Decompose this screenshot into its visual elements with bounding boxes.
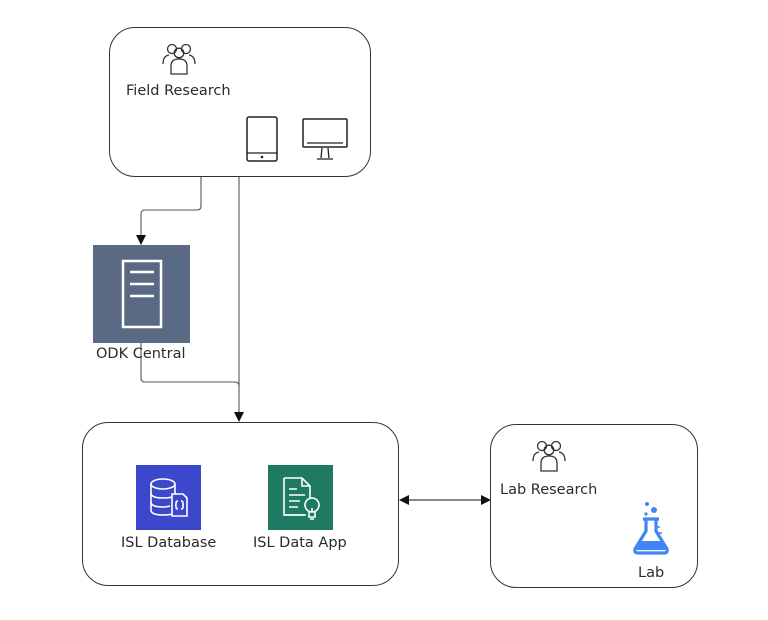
server-icon bbox=[121, 259, 162, 329]
users-icon bbox=[532, 440, 566, 472]
isl-database-label: ISL Database bbox=[121, 535, 217, 551]
lab-label: Lab bbox=[638, 565, 665, 581]
tablet-icon bbox=[246, 116, 278, 162]
odk-central-label: ODK Central bbox=[96, 346, 186, 362]
field-research-label: Field Research bbox=[126, 83, 231, 99]
edge-field-to-odk bbox=[136, 176, 202, 245]
field-research-node[interactable] bbox=[109, 27, 371, 177]
odk-central-tile[interactable] bbox=[93, 245, 190, 343]
lab-research-label: Lab Research bbox=[500, 482, 598, 498]
lab-research-node[interactable] bbox=[490, 424, 698, 588]
isl-data-app-tile[interactable] bbox=[268, 465, 333, 530]
monitor-icon bbox=[302, 118, 348, 160]
flask-icon bbox=[633, 502, 669, 555]
database-icon bbox=[149, 477, 188, 517]
document-lightbulb-icon bbox=[282, 476, 320, 520]
users-icon bbox=[162, 43, 196, 75]
isl-database-tile[interactable] bbox=[136, 465, 201, 530]
edge-odk-to-isl bbox=[140, 343, 240, 387]
isl-data-app-label: ISL Data App bbox=[253, 535, 347, 551]
isl-group-node[interactable] bbox=[82, 422, 399, 586]
